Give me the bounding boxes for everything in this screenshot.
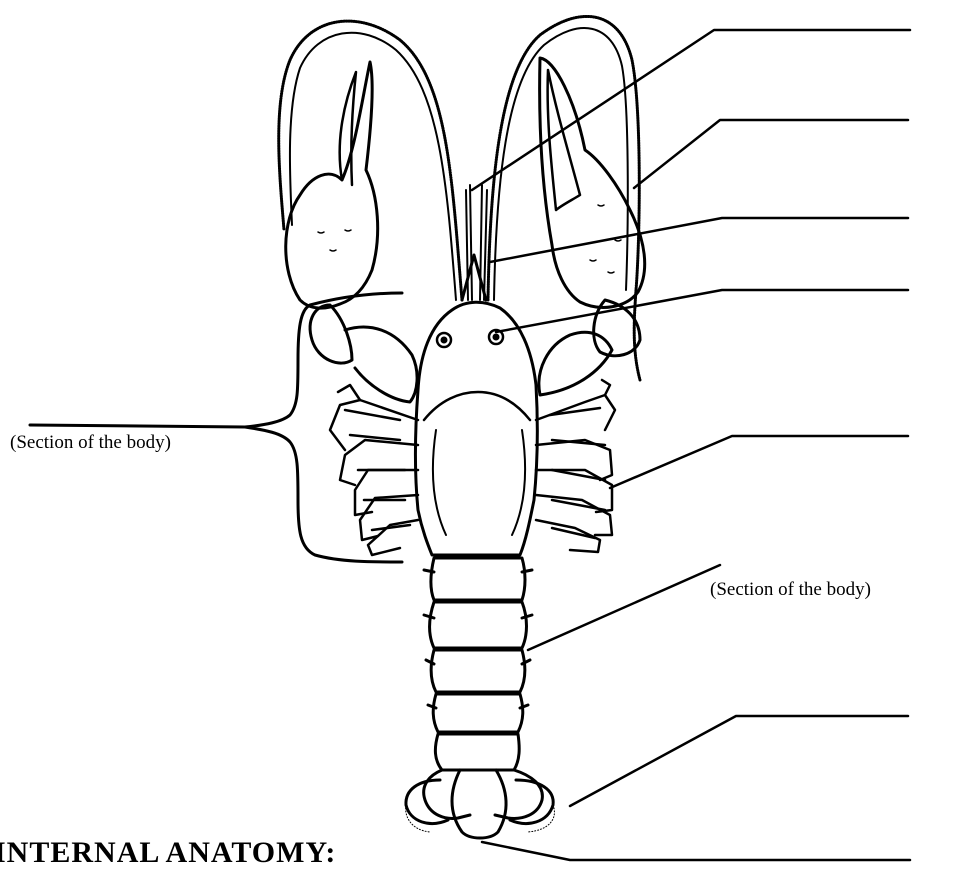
left-walking-legs: [330, 385, 418, 555]
right-walking-legs: [536, 380, 615, 552]
right-antenna: [488, 16, 640, 380]
cervical-groove: [424, 392, 530, 420]
internal-anatomy-heading: INTERNAL ANATOMY:: [0, 838, 336, 868]
tail-fan-bristles: [406, 805, 555, 832]
left-carpus: [310, 305, 352, 363]
abdomen: [424, 558, 532, 770]
left-section-label: (Section of the body): [10, 433, 171, 452]
leader-line-4: [496, 290, 908, 332]
tail-fan: [406, 770, 553, 838]
leader-line-8: [482, 842, 910, 860]
left-eye-pupil: [441, 337, 447, 343]
left-claw-detail: [318, 230, 351, 251]
leader-line-2: [634, 120, 908, 188]
rostrum: [462, 255, 486, 300]
leader-line-1: [472, 30, 910, 190]
right-eye-pupil: [493, 334, 499, 340]
leader-line-7: [570, 716, 908, 806]
left-merus: [345, 327, 417, 402]
left-claw: [286, 62, 378, 308]
right-antenna-inner: [494, 28, 628, 300]
right-claw: [540, 58, 645, 307]
leader-line-6: [528, 565, 720, 650]
right-claw-dactyl: [548, 70, 580, 210]
carapace-inner-line-right: [512, 430, 525, 535]
left-section-bracket: [30, 293, 402, 427]
right-section-label: (Section of the body): [710, 580, 871, 599]
right-merus: [539, 332, 612, 395]
left-section-bracket-lower: [245, 427, 402, 562]
carapace-inner-line-left: [433, 430, 446, 535]
leader-line-5: [610, 436, 908, 488]
